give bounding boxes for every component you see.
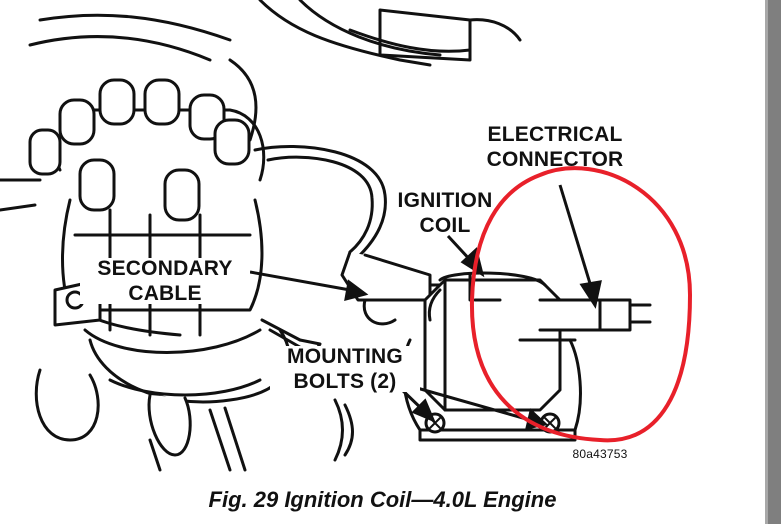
label-electrical-connector: ELECTRICAL CONNECTOR [470, 124, 640, 170]
image-code: 80a43753 [572, 447, 628, 461]
ignition-coil-illustration [0, 0, 693, 472]
leader-lines [249, 184, 602, 430]
figure-caption: Fig. 29 Ignition Coil—4.0L Engine [208, 487, 557, 512]
label-line: ELECTRICAL [487, 123, 623, 146]
label-line: SECONDARY [97, 257, 233, 280]
scrollbar-edge [765, 0, 768, 524]
secondary-cable [253, 144, 447, 326]
highlight-circle [469, 166, 693, 443]
label-line: CONNECTOR [486, 148, 624, 171]
label-line: COIL [419, 214, 471, 237]
label-line: MOUNTING [287, 345, 403, 368]
label-ignition-coil: IGNITION COIL [385, 190, 505, 236]
label-line: IGNITION [397, 189, 493, 212]
label-secondary-cable: SECONDARY CABLE [80, 258, 250, 304]
label-line: CABLE [128, 282, 202, 305]
distributor-cap [28, 78, 291, 472]
label-line: BOLTS (2) [293, 370, 397, 393]
label-mounting-bolts: MOUNTING BOLTS (2) [270, 346, 420, 392]
vertical-scrollbar[interactable] [765, 0, 781, 524]
ignition-coil [401, 271, 652, 442]
